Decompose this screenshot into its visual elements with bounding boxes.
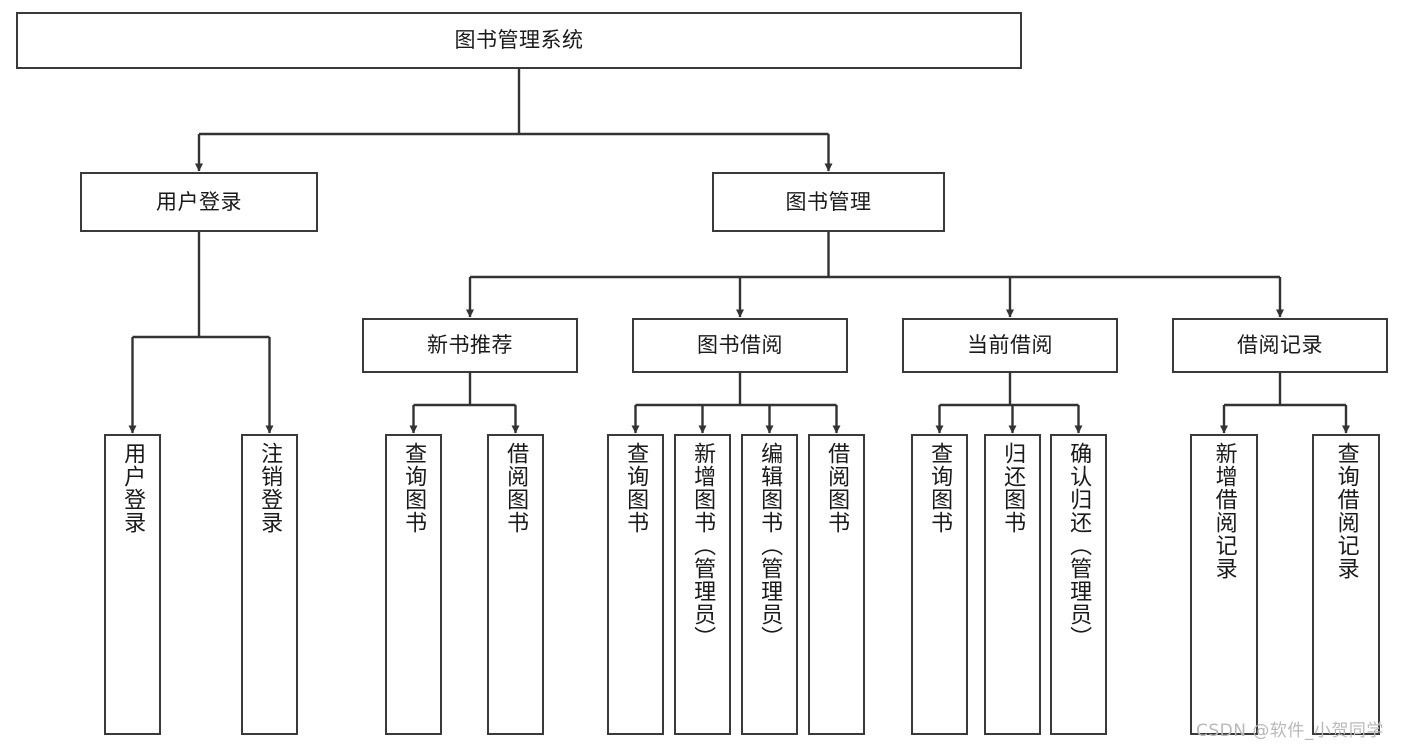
node-label-leaf-edit-book: 编辑图书（管理员）: [757, 442, 783, 649]
node-label-leaf-query-book-2: 查询图书: [623, 442, 649, 534]
node-leaf-query-book-2[interactable]: 查询图书: [607, 434, 664, 735]
node-book-manage[interactable]: 图书管理: [712, 172, 945, 232]
node-label-new-book-rec: 新书推荐: [427, 333, 513, 358]
node-label-leaf-query-book-3: 查询图书: [927, 442, 953, 534]
node-leaf-add-record[interactable]: 新增借阅记录: [1190, 434, 1258, 735]
node-leaf-query-book-3[interactable]: 查询图书: [911, 434, 968, 735]
node-leaf-edit-book[interactable]: 编辑图书（管理员）: [741, 434, 798, 735]
node-label-book-borrow: 图书借阅: [697, 333, 783, 358]
node-leaf-confirm-return[interactable]: 确认归还（管理员）: [1050, 434, 1107, 735]
node-leaf-query-book-1[interactable]: 查询图书: [385, 434, 442, 735]
node-label-leaf-add-book: 新增图书（管理员）: [690, 442, 716, 649]
node-book-borrow[interactable]: 图书借阅: [632, 318, 848, 373]
node-label-leaf-confirm-return: 确认归还（管理员）: [1066, 442, 1092, 649]
watermark-text: CSDN @软件_小贺同学: [1196, 721, 1384, 741]
node-label-leaf-query-book-1: 查询图书: [401, 442, 427, 534]
node-label-leaf-query-record: 查询借阅记录: [1333, 442, 1359, 580]
node-label-book-manage: 图书管理: [785, 189, 872, 214]
node-label-borrow-record: 借阅记录: [1237, 333, 1323, 358]
node-label-leaf-borrow-book-1: 借阅图书: [503, 442, 529, 534]
node-label-leaf-user-login: 用户登录: [120, 442, 146, 534]
node-new-book-rec[interactable]: 新书推荐: [362, 318, 578, 373]
node-user-login[interactable]: 用户登录: [80, 172, 318, 232]
node-borrow-record[interactable]: 借阅记录: [1172, 318, 1388, 373]
node-label-root: 图书管理系统: [454, 28, 584, 53]
node-label-leaf-add-record: 新增借阅记录: [1211, 442, 1237, 580]
node-label-current-borrow: 当前借阅: [967, 333, 1053, 358]
node-leaf-user-logout[interactable]: 注销登录: [241, 434, 298, 735]
node-leaf-borrow-book-1[interactable]: 借阅图书: [487, 434, 544, 735]
node-label-leaf-borrow-book-2: 借阅图书: [824, 442, 850, 534]
node-leaf-add-book[interactable]: 新增图书（管理员）: [674, 434, 731, 735]
node-leaf-return-book[interactable]: 归还图书: [984, 434, 1041, 735]
node-root[interactable]: 图书管理系统: [16, 12, 1022, 69]
node-current-borrow[interactable]: 当前借阅: [902, 318, 1118, 373]
node-leaf-user-login[interactable]: 用户登录: [104, 434, 161, 735]
node-leaf-query-record[interactable]: 查询借阅记录: [1312, 434, 1380, 735]
node-label-leaf-user-logout: 注销登录: [257, 442, 283, 534]
node-leaf-borrow-book-2[interactable]: 借阅图书: [808, 434, 865, 735]
node-label-user-login: 用户登录: [156, 189, 242, 214]
node-label-leaf-return-book: 归还图书: [1000, 442, 1026, 534]
